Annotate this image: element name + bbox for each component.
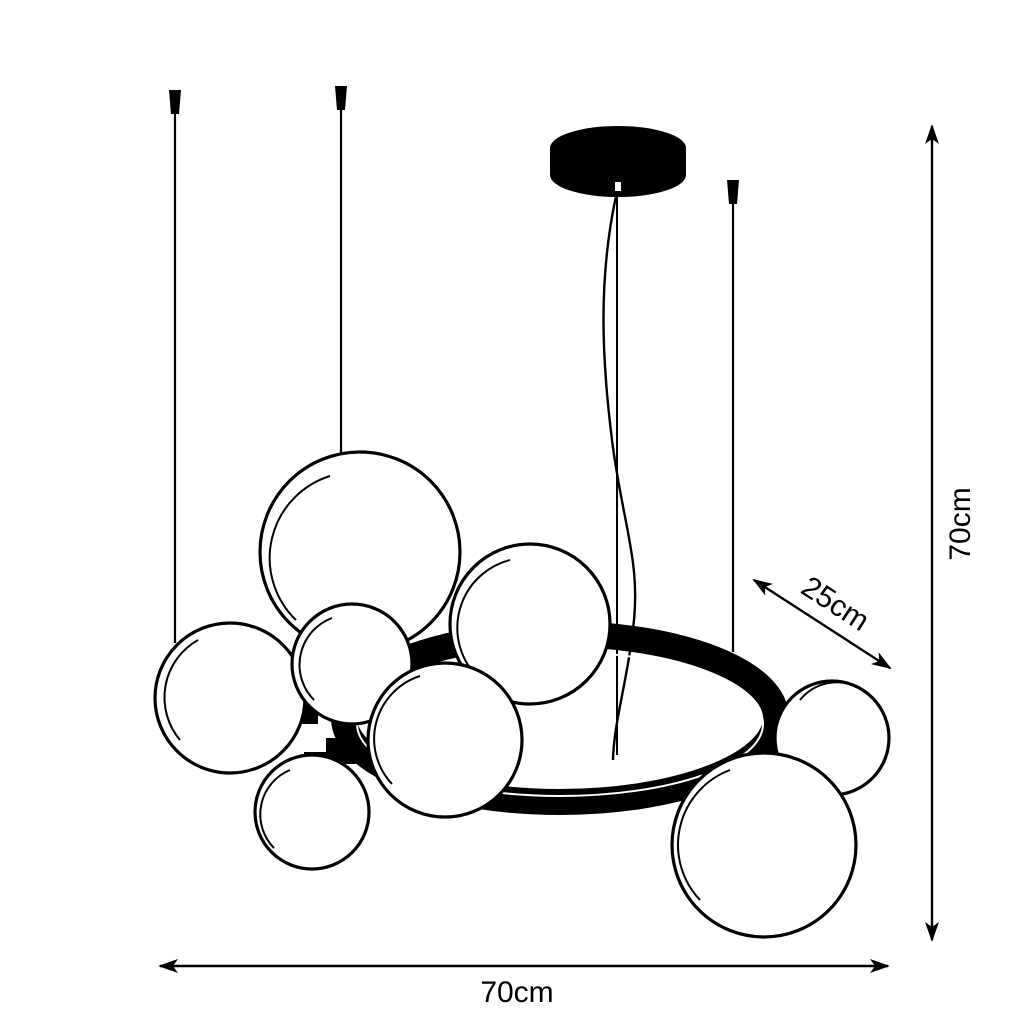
dimension-lines — [158, 124, 939, 973]
glass-globe-bottom-right — [670, 751, 858, 939]
glass-globe-lower-left — [253, 752, 371, 871]
suspension-wires — [169, 86, 739, 755]
glass-globes — [153, 450, 891, 939]
power-cord — [602, 195, 637, 761]
glass-globe-right-mid — [448, 542, 612, 706]
glass-globe-left — [153, 621, 318, 775]
depth-label: 25cm — [795, 570, 874, 638]
wire-cap-2 — [335, 86, 347, 110]
ceiling-canopy — [550, 126, 686, 197]
height-label: 70cm — [944, 487, 977, 560]
width-label: 70cm — [480, 976, 553, 1009]
depth-dimension-arrow — [752, 578, 892, 670]
wire-cap-1 — [169, 90, 181, 114]
wire-cap-3 — [727, 180, 739, 204]
